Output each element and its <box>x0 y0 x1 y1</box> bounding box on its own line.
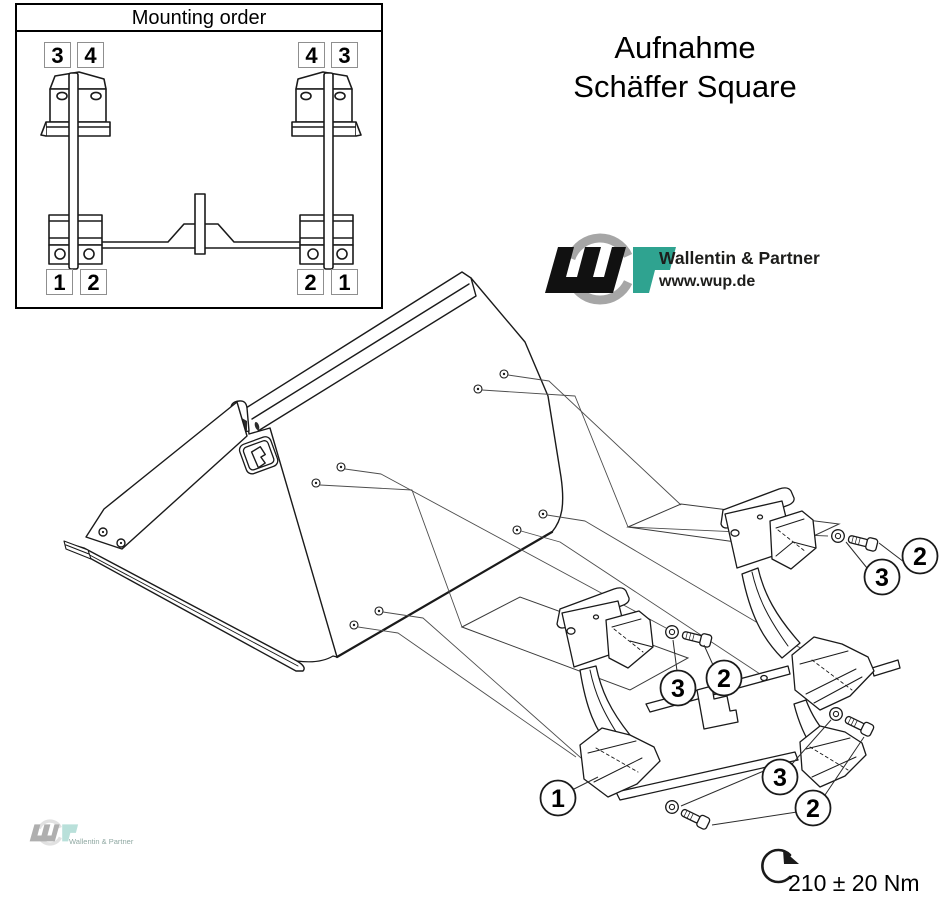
callout-1: 1 <box>539 779 577 817</box>
callout-2-top: 2 <box>901 537 939 575</box>
mounting-step-badge: 2 <box>297 269 324 295</box>
mounting-step-badge: 1 <box>46 269 73 295</box>
page-title-line1: Aufnahme <box>614 30 756 65</box>
bracket-arm-near-left <box>556 587 661 798</box>
callout-circles: 1 2 3 2 3 3 2 <box>539 537 939 827</box>
page-title: Aufnahme Schäffer Square <box>470 28 900 106</box>
callout-2-middle-label: 2 <box>717 665 731 693</box>
bucket-blade <box>67 543 305 672</box>
mounting-step-badge: 3 <box>44 42 71 68</box>
mounting-step-badge: 1 <box>331 269 358 295</box>
bolt-washer-top-right <box>829 527 879 553</box>
bucket-mounting-holes <box>311 369 548 630</box>
near-left-clamp <box>605 610 654 669</box>
mounting-step-badge: 4 <box>77 42 104 68</box>
mounting-order-panel: Mounting order 3 4 4 3 1 2 2 1 <box>15 3 383 309</box>
callout-leader-lines <box>571 541 905 826</box>
mounting-step-badge: 4 <box>298 42 325 68</box>
callout-3-middle-label: 3 <box>671 675 685 703</box>
torque-arrow-icon <box>761 848 799 884</box>
bracket-arm-near-right <box>793 699 867 788</box>
page-title-line2: Schäffer Square <box>573 69 797 104</box>
callout-2-bottom-label: 2 <box>806 795 820 823</box>
torque-spec: 210 ± 20 Nm <box>788 870 920 896</box>
mounting-tower <box>40 71 111 270</box>
bolt-washer-middle <box>663 623 713 649</box>
brand-plate <box>238 436 279 475</box>
callout-3-bottom-label: 3 <box>773 764 787 792</box>
mounting-step-badge: 2 <box>80 269 107 295</box>
mounting-order-title: Mounting order <box>17 5 381 32</box>
callout-3-bottom: 3 <box>761 758 799 796</box>
bracket-arm-far <box>720 487 875 711</box>
bucket-side-wall <box>85 401 248 550</box>
near-left-foot-wedge <box>579 727 661 798</box>
logo-website: www.wup.de <box>659 273 756 290</box>
far-foot-wedge <box>791 636 875 711</box>
bucket-drawing <box>63 271 564 672</box>
logo-company-name: Wallentin & Partner <box>659 248 820 268</box>
near-right-foot-wedge <box>799 725 867 788</box>
mounting-step-badge: 3 <box>331 42 358 68</box>
callout-2-bottom: 2 <box>794 789 832 827</box>
callout-2-middle: 2 <box>705 659 743 697</box>
far-clamp <box>769 510 817 570</box>
callout-2-top-label: 2 <box>913 543 927 571</box>
company-logo-icon <box>545 233 676 305</box>
callout-3-top-label: 3 <box>875 564 889 592</box>
callout-1-label: 1 <box>551 785 565 813</box>
callout-3-top: 3 <box>863 558 901 596</box>
mounting-order-drawing <box>40 71 362 270</box>
callout-3-middle: 3 <box>659 669 697 707</box>
watermark-company-name: Wallentin & Partner <box>69 837 134 846</box>
watermark-logo-icon <box>29 819 79 846</box>
